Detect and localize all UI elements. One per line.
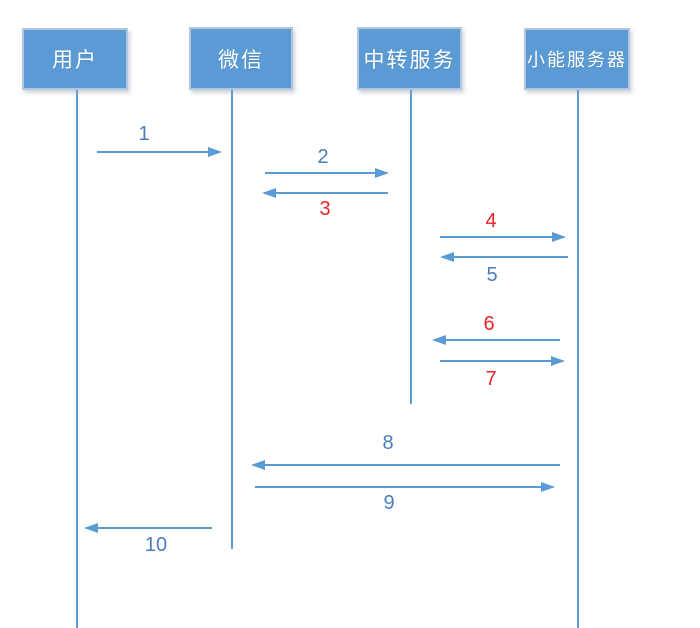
actor-label-wechat: 微信 [218, 48, 264, 72]
message-label-9: 9 [383, 492, 395, 514]
message-label-2: 2 [317, 146, 329, 168]
actor-box-transit-service: 中转服务 [357, 27, 462, 90]
message-label-8: 8 [382, 432, 394, 454]
actor-box-xiaoneng-server: 小能服务器 [524, 28, 630, 90]
message-label-1: 1 [138, 123, 150, 145]
actor-label-user: 用户 [52, 49, 98, 72]
actor-label-xiaoneng-server: 小能服务器 [527, 50, 627, 70]
message-label-3: 3 [319, 198, 331, 220]
actor-label-transit-service: 中转服务 [363, 48, 456, 72]
message-label-10: 10 [144, 534, 168, 556]
actor-box-user: 用户 [22, 28, 128, 90]
actor-box-wechat: 微信 [189, 27, 293, 90]
message-label-7: 7 [485, 368, 497, 390]
message-label-6: 6 [483, 313, 495, 335]
message-label-4: 4 [485, 210, 497, 232]
message-label-5: 5 [486, 264, 498, 286]
